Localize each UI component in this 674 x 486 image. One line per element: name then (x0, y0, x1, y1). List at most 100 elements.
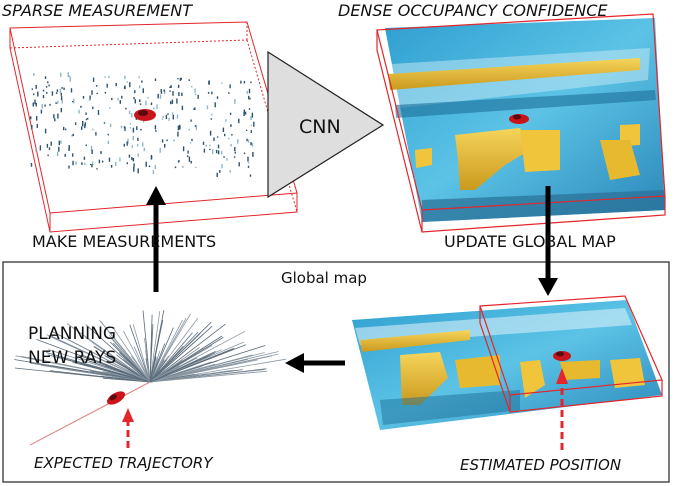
point (34, 99, 36, 104)
point (169, 86, 171, 88)
ray (123, 330, 151, 383)
point (124, 127, 126, 131)
ray (149, 310, 165, 383)
point (125, 107, 127, 110)
point (131, 157, 133, 161)
car-icon (106, 391, 126, 405)
point (154, 164, 156, 169)
point (42, 89, 45, 92)
point (173, 139, 175, 142)
point (240, 80, 242, 84)
point (96, 92, 98, 94)
point (129, 123, 132, 125)
car-icon (553, 351, 571, 361)
ray (66, 323, 151, 383)
point (126, 141, 128, 146)
point (250, 142, 252, 146)
point (252, 152, 254, 157)
point (206, 105, 209, 110)
point (247, 139, 250, 143)
ray (102, 377, 151, 383)
point (217, 144, 220, 149)
ray (149, 355, 273, 383)
point (178, 92, 180, 96)
point (170, 101, 172, 105)
ray (40, 364, 151, 383)
point (61, 99, 63, 104)
point (57, 100, 59, 104)
point (177, 78, 179, 80)
point (207, 91, 210, 94)
point (60, 96, 63, 101)
point (177, 131, 179, 137)
point (250, 81, 252, 84)
point (229, 84, 231, 89)
point (223, 156, 225, 158)
ray (132, 324, 151, 383)
point (150, 156, 153, 159)
point (35, 103, 37, 107)
point (191, 86, 193, 88)
ray (149, 335, 223, 383)
point (56, 151, 59, 156)
trajectory-line (29, 381, 151, 446)
point (154, 78, 157, 81)
point (95, 85, 98, 87)
point (60, 140, 62, 144)
point (48, 84, 50, 87)
point (182, 165, 184, 168)
point (248, 95, 250, 100)
make-measurements-label: MAKE MEASUREMENTS (32, 232, 217, 251)
ray (149, 369, 265, 383)
point (243, 152, 246, 155)
point (161, 118, 164, 121)
ray (58, 356, 151, 383)
point (138, 76, 140, 79)
ray (149, 351, 279, 383)
point (182, 146, 185, 152)
point (180, 77, 182, 80)
ray (149, 323, 226, 383)
ray-fan-icon (14, 310, 287, 383)
ray (109, 334, 151, 383)
point (131, 112, 133, 118)
point (203, 148, 206, 153)
point (47, 81, 49, 84)
point (58, 140, 60, 146)
global-map-label: Global map (281, 269, 367, 287)
point (128, 154, 131, 158)
point (51, 91, 54, 96)
point (111, 97, 113, 101)
point (225, 119, 227, 122)
point (129, 82, 131, 88)
point (159, 94, 162, 99)
point (95, 132, 97, 136)
point (188, 156, 191, 162)
point (233, 156, 236, 158)
sparse-measurement-title: SPARSE MEASUREMENT (2, 1, 193, 20)
point (224, 133, 226, 137)
point (35, 84, 37, 89)
point (44, 104, 46, 107)
ray (145, 350, 151, 383)
point (32, 102, 34, 107)
point (150, 102, 153, 106)
point (172, 91, 174, 96)
point (197, 94, 199, 99)
point (96, 168, 98, 170)
ray (149, 332, 193, 383)
point (65, 128, 67, 131)
point (245, 129, 248, 131)
point (35, 149, 37, 152)
point (103, 122, 106, 124)
point (91, 164, 93, 168)
point (157, 93, 159, 99)
point (133, 97, 135, 100)
point (33, 73, 35, 76)
point (136, 126, 138, 131)
point (59, 88, 62, 94)
point (56, 89, 59, 92)
point (92, 161, 94, 166)
process-arrows (146, 186, 558, 373)
point (230, 143, 232, 147)
